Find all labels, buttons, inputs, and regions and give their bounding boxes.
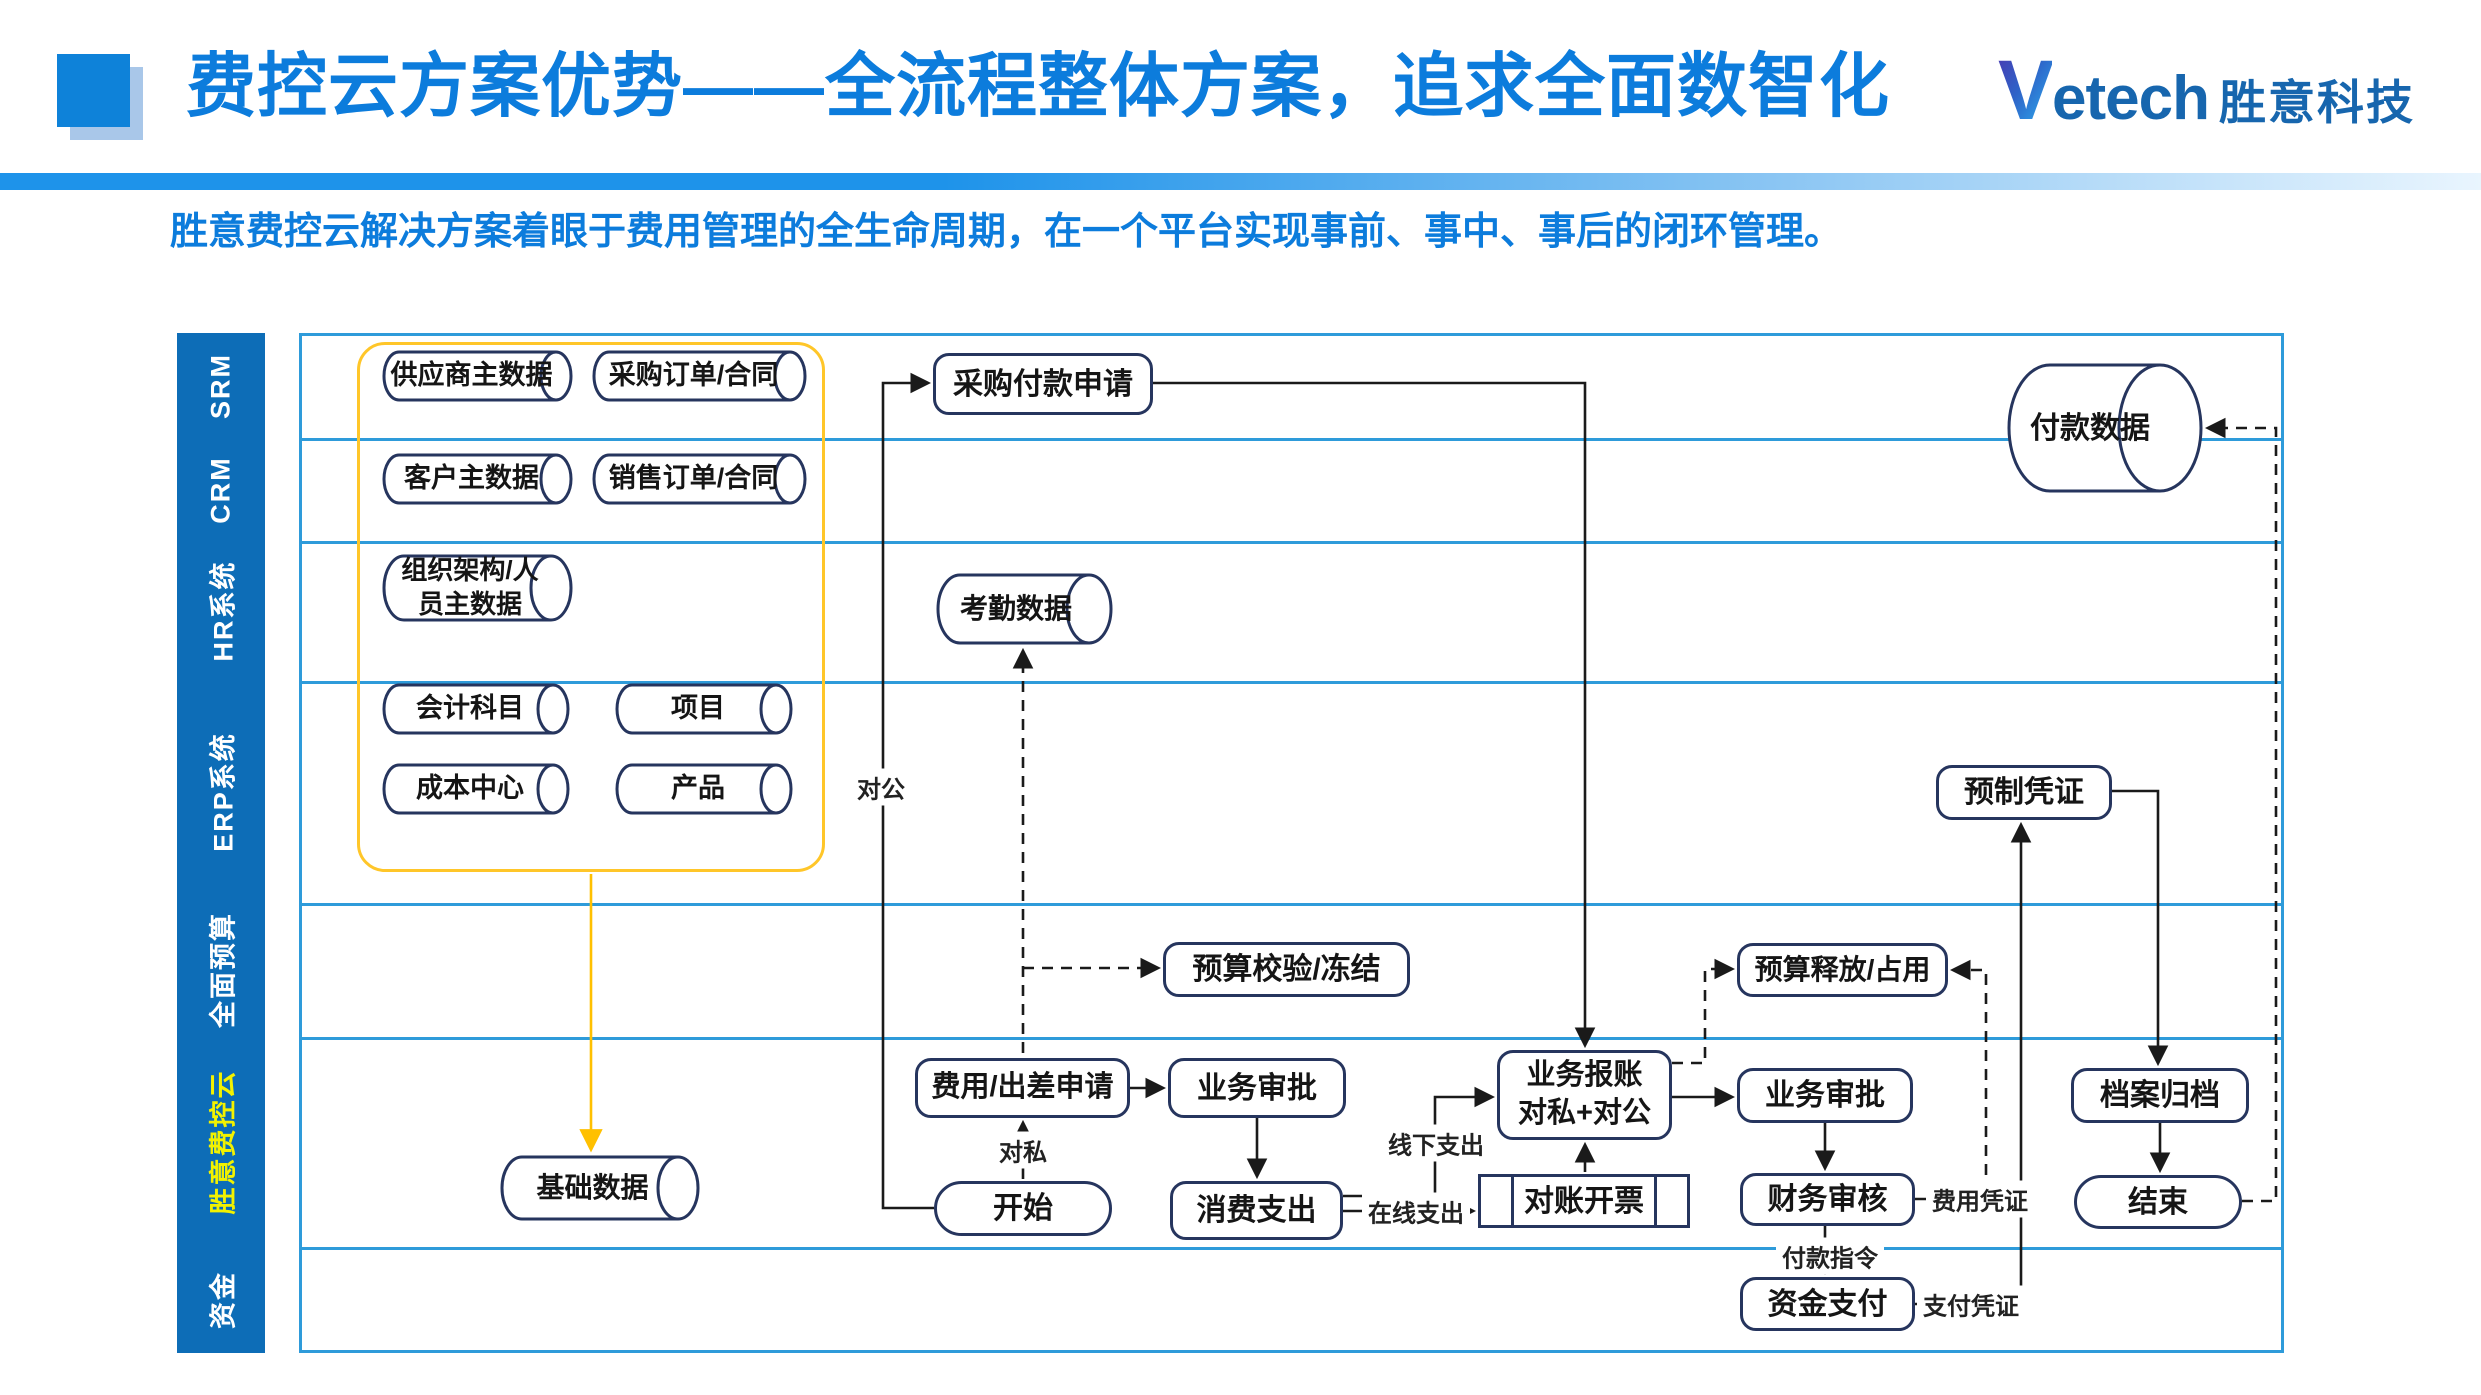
connector-finance-audit-to-budget-release <box>1915 959 1988 1201</box>
node-business-approval-1: 业务审批 <box>1168 1058 1346 1118</box>
node-end: 结束 <box>2074 1175 2242 1229</box>
cylinder-shape <box>382 763 570 815</box>
node-label: 资金支付 <box>1767 1287 1888 1321</box>
node-label: 预算释放/占用 <box>1754 953 1931 985</box>
vetech-logo: V etech 胜意科技 <box>1998 48 2415 134</box>
edge-label-2: 线下支出 <box>1382 1124 1490 1162</box>
node-label: 档案归档 <box>2100 1079 2220 1112</box>
cylinder-shape <box>382 350 573 402</box>
node-label: 供应商主数据 <box>390 360 553 391</box>
lane-divider <box>299 1037 2284 1040</box>
node-label: 消费支出 <box>1196 1194 1317 1227</box>
connector-fund-payment-to-pre-voucher <box>1915 821 2032 1306</box>
edge-label-1: 对私 <box>993 1131 1053 1169</box>
connector-end-to-payment-data <box>2204 417 2278 1203</box>
node-label: 结束 <box>2128 1185 2188 1219</box>
node-expense-travel-request: 费用/出差申请 <box>915 1058 1130 1118</box>
node-label: 销售订单/合同 <box>608 463 779 494</box>
lane-frame <box>299 333 2284 1353</box>
connector-purchase-payment-to-reimburse <box>1153 381 1596 1049</box>
node-payment-data: 付款数据 <box>2007 363 2203 493</box>
node-customer-master-data: 客户主数据 <box>382 453 573 505</box>
node-label: 预算校验/冻结 <box>1192 953 1381 986</box>
title-square <box>57 54 130 127</box>
node-label: 财务审核 <box>1767 1183 1888 1216</box>
page-title: 费控云方案优势——全流程整体方案，追求全面数智化 <box>186 47 1890 125</box>
node-label: 产品 <box>671 773 725 804</box>
node-business-reimburse: 业务报账 对私+对公 <box>1497 1050 1672 1140</box>
node-label: 业务审批 <box>1197 1071 1317 1105</box>
node-label: 预制凭证 <box>1964 776 2084 809</box>
node-archive-filing: 档案归档 <box>2071 1068 2249 1123</box>
predefined-right-bar <box>1654 1177 1657 1225</box>
node-label: 项目 <box>671 693 725 724</box>
node-consume-expense: 消费支出 <box>1170 1181 1343 1240</box>
node-base-data: 基础数据 <box>500 1155 700 1221</box>
node-label: 组织架构/人 员主数据 <box>401 555 539 619</box>
node-business-approval-2: 业务审批 <box>1737 1068 1913 1123</box>
edge-label-4: 付款指令 <box>1776 1237 1884 1275</box>
edge-label-5: 费用凭证 <box>1926 1180 2034 1218</box>
edge-label-0: 对公 <box>851 768 911 806</box>
lane-divider <box>299 541 2284 544</box>
node-label: 付款数据 <box>2030 411 2150 445</box>
logo-text: etech <box>2052 64 2210 133</box>
cylinder-shape <box>592 350 807 402</box>
node-project: 项目 <box>615 683 793 735</box>
lane-sidebar <box>177 333 265 1353</box>
node-cost-center: 成本中心 <box>382 763 570 815</box>
cylinder-shape <box>500 1155 700 1221</box>
node-purchase-order-contract: 采购订单/合同 <box>592 350 807 402</box>
cylinder-shape <box>615 763 793 815</box>
predefined-left-bar <box>1511 1177 1514 1225</box>
node-product: 产品 <box>615 763 793 815</box>
header-gradient-bar <box>0 173 2481 190</box>
cylinder-shape <box>382 683 570 735</box>
node-label: 成本中心 <box>416 773 524 804</box>
node-label: 业务报账 对私+对公 <box>1518 1059 1651 1129</box>
node-label: 考勤数据 <box>959 592 1072 624</box>
node-label: 对账开票 <box>1524 1184 1644 1218</box>
lane-divider <box>299 681 2284 684</box>
cylinder-shape <box>382 554 573 622</box>
lane-divider <box>299 1247 2284 1250</box>
node-label: 客户主数据 <box>404 463 539 494</box>
edge-label-3: 在线支出 <box>1362 1192 1470 1230</box>
connector-pre-voucher-to-archive <box>2112 789 2169 1067</box>
node-label: 业务审批 <box>1765 1079 1885 1112</box>
cylinder-shape <box>592 453 807 505</box>
node-label: 基础数据 <box>536 1171 649 1203</box>
node-fund-payment: 资金支付 <box>1740 1277 1915 1331</box>
node-start: 开始 <box>934 1181 1112 1236</box>
node-finance-audit: 财务审核 <box>1740 1173 1915 1226</box>
cylinder-shape <box>382 453 573 505</box>
cylinder-shape <box>2007 363 2203 493</box>
edge-label-6: 支付凭证 <box>1917 1285 2025 1323</box>
node-budget-release-occupy: 预算释放/占用 <box>1737 943 1948 997</box>
logo-chinese-text: 胜意科技 <box>2219 76 2415 129</box>
master-data-group-box <box>357 342 825 872</box>
node-budget-check-freeze: 预算校验/冻结 <box>1163 942 1410 997</box>
node-supplier-master-data: 供应商主数据 <box>382 350 573 402</box>
node-label: 采购付款申请 <box>953 367 1133 401</box>
node-label: 会计科目 <box>416 693 524 724</box>
cylinder-shape <box>615 683 793 735</box>
node-label: 开始 <box>993 1192 1053 1225</box>
node-reconcile-invoice: 对账开票 <box>1478 1174 1690 1228</box>
node-label: 采购订单/合同 <box>608 360 779 391</box>
logo-v-mark: V <box>1998 43 2054 137</box>
node-attendance-data: 考勤数据 <box>936 573 1113 645</box>
node-sales-order-contract: 销售订单/合同 <box>592 453 807 505</box>
node-pre-voucher: 预制凭证 <box>1936 765 2112 820</box>
connector-reimburse-to-budget-release <box>1672 958 1736 1065</box>
lane-divider <box>299 903 2284 906</box>
lane-divider <box>299 438 2284 441</box>
subtitle-text: 胜意费控云解决方案着眼于费用管理的全生命周期，在一个平台实现事前、事中、事后的闭… <box>170 211 1843 253</box>
node-accounting-subjects: 会计科目 <box>382 683 570 735</box>
node-purchase-payment-request: 采购付款申请 <box>933 353 1153 415</box>
node-label: 费用/出差申请 <box>931 1071 1114 1104</box>
node-org-person-master-data: 组织架构/人 员主数据 <box>382 554 573 622</box>
cylinder-shape <box>936 573 1113 645</box>
